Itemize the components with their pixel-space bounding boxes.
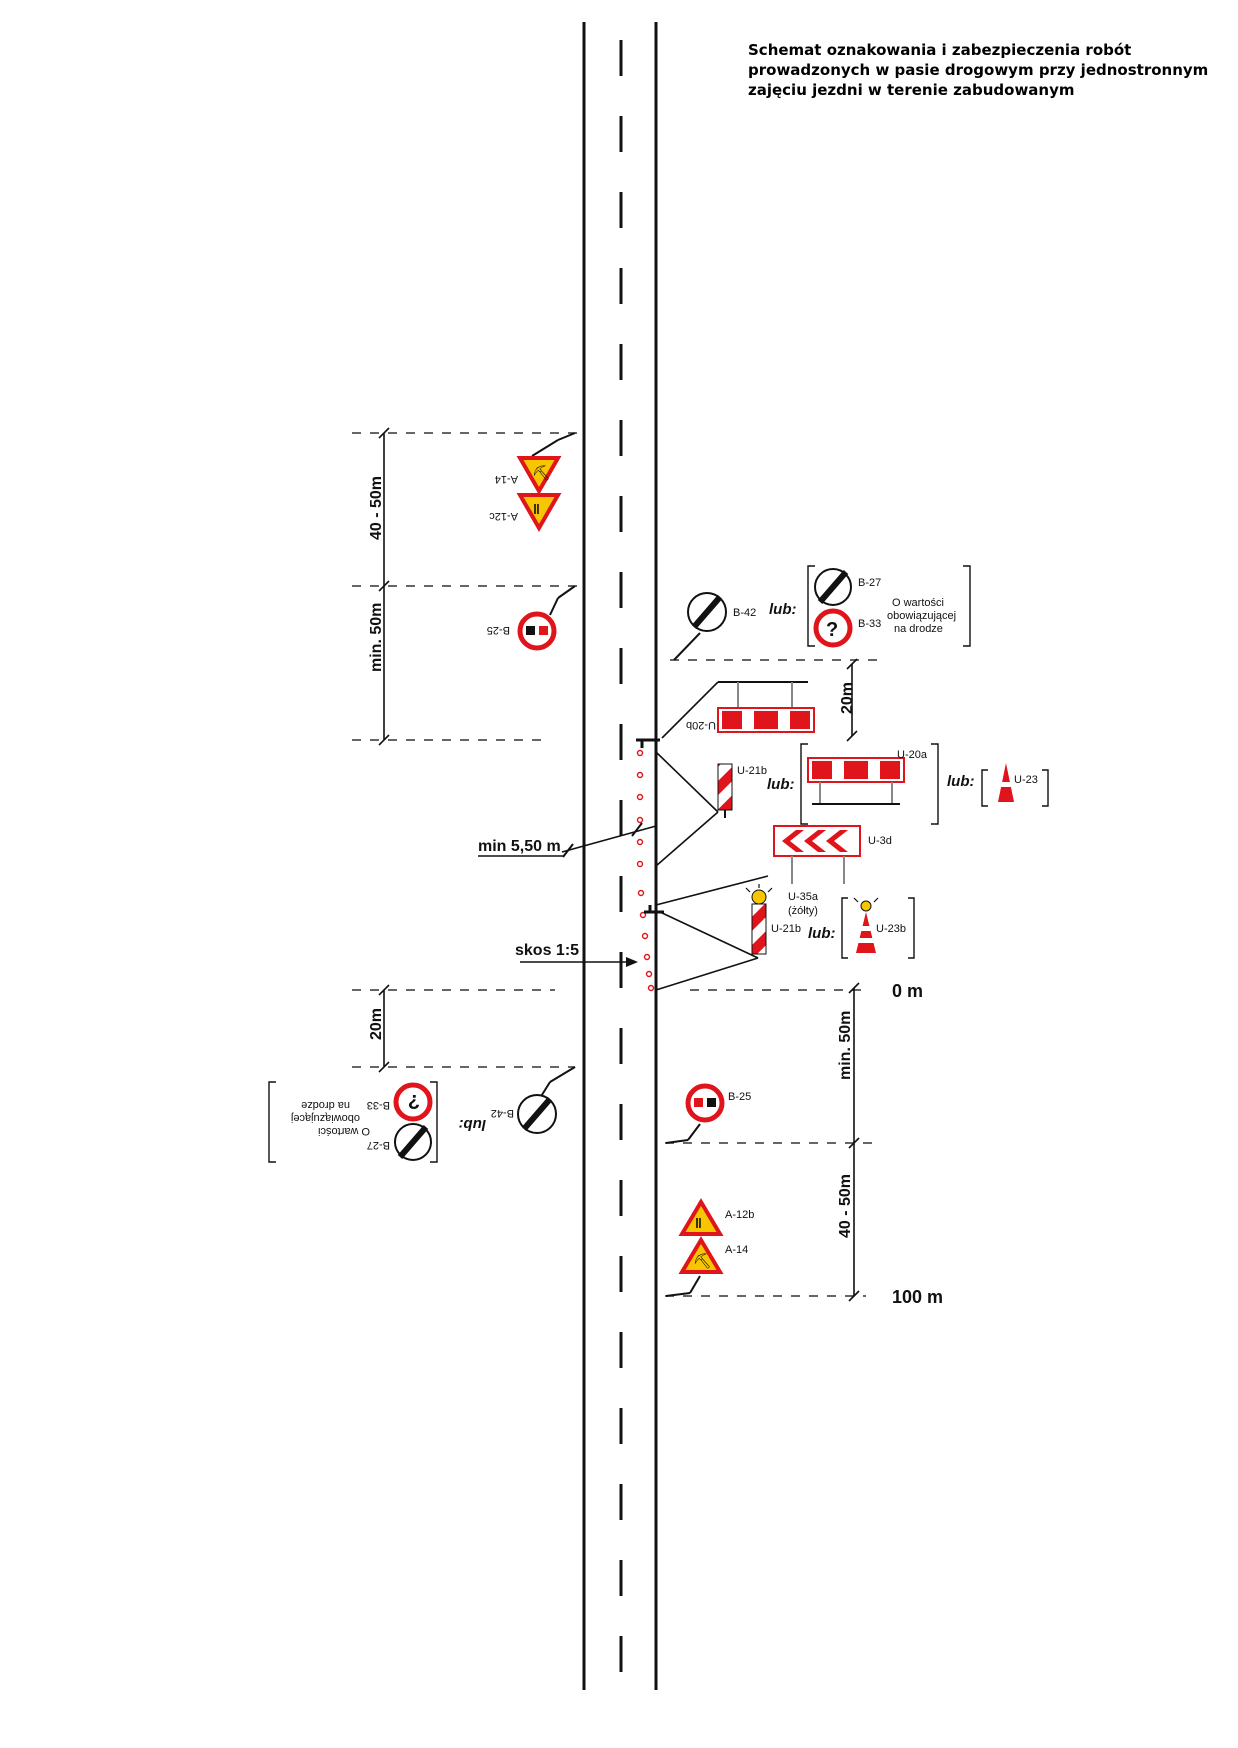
road [582, 22, 658, 1690]
warning-sign-a12c-top [516, 493, 562, 533]
title-line-2: prowadzonych w pasie drogowym przy jedno… [748, 61, 1209, 79]
work-zone [636, 738, 769, 992]
sign-group-a12b-a14-bottom: ‖ A-12b ⛏ A-14 [665, 1198, 754, 1297]
sign-group-b42-top: B-42 lub: B-27 ? B-33 O wartości obowiąz… [673, 565, 971, 661]
label-u35a-note: (żółty) [788, 905, 818, 917]
sign-group-b25-top: B-25 [487, 585, 576, 651]
bracket-left-1 [807, 565, 815, 647]
speed-limit-sign-b33-bottom [393, 1082, 433, 1122]
label-b33-bottom: B-33 [367, 1099, 390, 1111]
dim-0m: 0 m [892, 981, 923, 1001]
dim-skos-1-5: skos 1:5 [515, 942, 579, 959]
label-u21b-2: U-21b [771, 923, 801, 935]
label-u3d: U-3d [868, 835, 892, 847]
label-u23: U-23 [1014, 774, 1038, 786]
title-line-3: zajęciu jezdni w terenie zabudowanym [748, 81, 1075, 99]
lane-narrowing-icon-bottom: ‖ [695, 1215, 702, 1231]
label-lub-3: lub: [947, 773, 975, 790]
no-overtaking-sign-b25-bottom [685, 1083, 725, 1123]
label-a12c-top: A-12c [489, 510, 518, 522]
dimension-right-bottom [848, 982, 860, 1302]
label-wartosci-b1: O wartości [318, 1125, 370, 1137]
dim-100m: 100 m [892, 1287, 943, 1307]
barrier-u20b: U-20b [661, 681, 815, 739]
label-a14-bottom: A-14 [725, 1244, 748, 1256]
sign-group-b25-bottom: B-25 [665, 1083, 751, 1144]
label-wartosci-2: obowiązującej [887, 610, 956, 622]
label-b25-top: B-25 [487, 624, 510, 636]
label-wartosci-b3: na drodze [301, 1099, 350, 1111]
label-lub-4: lub: [808, 925, 836, 942]
dim-min50m-bottom: min. 50m [837, 1011, 854, 1080]
sign-group-b42-bottom: B-42 lub: ? B-33 B-27 O wartości obowiąz… [268, 1066, 576, 1163]
label-wartosci-b2: obowiązującej [291, 1112, 360, 1124]
warning-lamp-u35a [751, 889, 767, 905]
label-a12b: A-12b [725, 1209, 754, 1221]
warning-sign-a14-top [516, 456, 562, 496]
label-b42-top: B-42 [733, 607, 756, 619]
label-u20a: U-20a [897, 749, 928, 761]
dim-min-5-50m: min 5,50 m [478, 838, 561, 855]
sign-group-u20a: U-20a lub: U-23 [800, 743, 1049, 825]
label-wartosci-3: na drodze [894, 623, 943, 635]
worker-icon: ⛏ [532, 465, 551, 482]
reference-lines [352, 432, 880, 1297]
dimension-skos: skos 1:5 [515, 942, 638, 967]
sign-u3d: U-3d [773, 825, 892, 884]
sign-group-a14-a12c-top: ⛏ ‖ A-14 A-12c [489, 432, 576, 533]
label-lub-2: lub: [767, 776, 795, 793]
dim-min50m-top: min. 50m [368, 603, 385, 672]
label-b27-bottom: B-27 [367, 1139, 390, 1151]
traffic-cone-u23b [856, 912, 876, 953]
dim-20m-bottom: 20m [368, 1008, 385, 1040]
label-b42-bottom: B-42 [491, 1107, 514, 1119]
diagram-title: Schemat oznakowania i zabezpieczenia rob… [748, 40, 1208, 100]
dimension-left-bottom [378, 984, 390, 1073]
sign-u35a-u21b-2: U-35a (żółty) U-21b lub: U-23b [745, 884, 915, 959]
label-u20b: U-20b [686, 719, 716, 731]
label-b27-top: B-27 [858, 577, 881, 589]
warning-sign-a12b [678, 1198, 724, 1236]
speed-limit-sign-b33 [813, 608, 853, 648]
label-b25-bottom: B-25 [728, 1091, 751, 1103]
lane-narrowing-icon: ‖ [533, 501, 540, 517]
dimension-min550: min 5,50 m [478, 822, 657, 858]
question-mark-icon-bottom: ? [408, 1090, 420, 1112]
label-b33-top: B-33 [858, 618, 881, 630]
cone-markers [636, 749, 655, 992]
label-lub-1: lub: [769, 601, 797, 618]
label-u23b: U-23b [876, 923, 906, 935]
dim-20m-top: 20m [839, 682, 856, 714]
warning-sign-a14-bottom [678, 1236, 724, 1274]
title-line-1: Schemat oznakowania i zabezpieczenia rob… [748, 41, 1132, 59]
bracket-right-1 [963, 565, 971, 647]
label-a14-top: A-14 [495, 473, 518, 485]
dim-40-50m-bottom: 40 - 50m [837, 1174, 854, 1238]
label-lub-5: lub: [459, 1116, 487, 1133]
sign-u21b-1: U-21b lub: [717, 763, 795, 818]
question-mark-icon: ? [826, 619, 838, 641]
no-overtaking-sign-b25-top [517, 611, 557, 651]
label-wartosci-1: O wartości [892, 597, 944, 609]
dim-40-50m-top: 40 - 50m [368, 476, 385, 540]
label-u21b-1: U-21b [737, 765, 767, 777]
label-u35a: U-35a [788, 891, 819, 903]
dimension-20m-top [846, 658, 858, 742]
dimension-left-top [378, 427, 390, 746]
worker-icon-bottom: ⛏ [693, 1253, 712, 1270]
